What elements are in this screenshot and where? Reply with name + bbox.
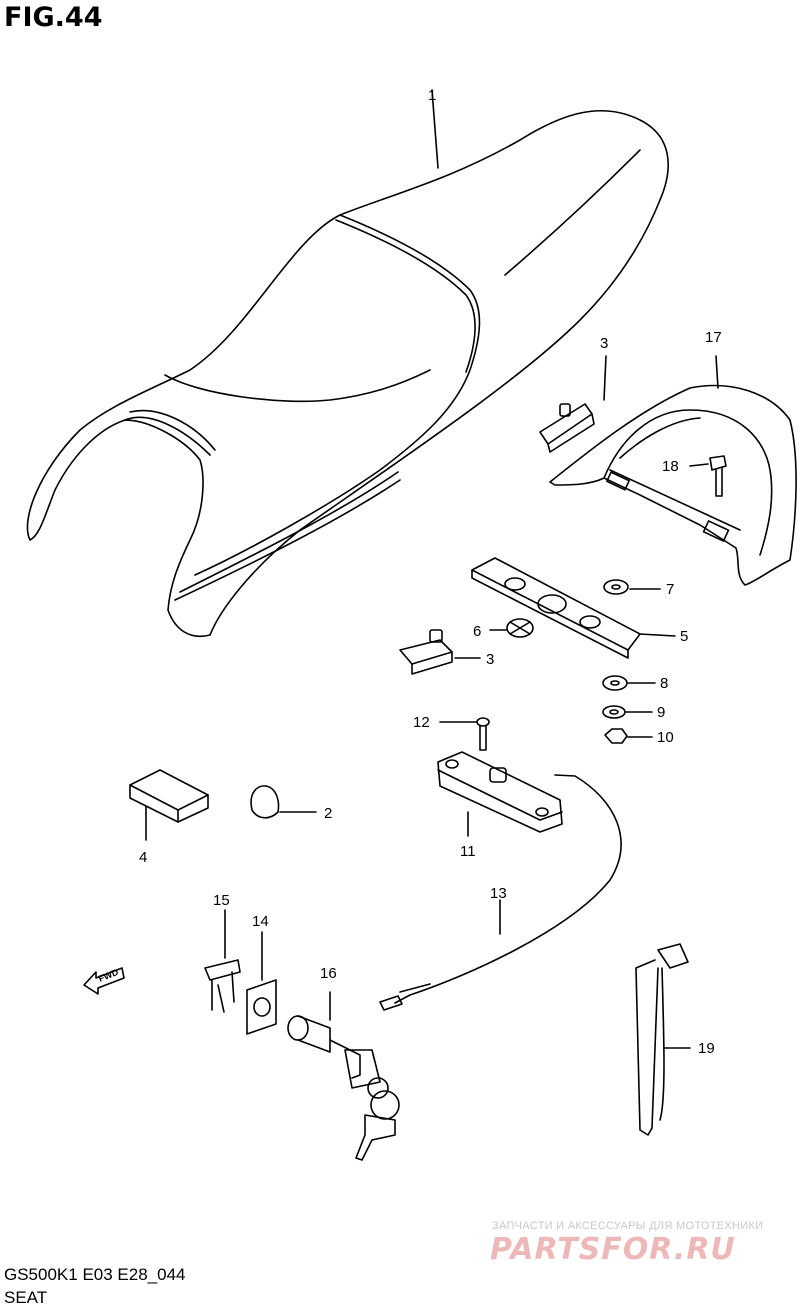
callout-7: 7: [666, 581, 674, 598]
callout-17: 17: [705, 329, 722, 346]
callout-5: 5: [680, 628, 688, 645]
washer-8-part: [602, 675, 656, 691]
callout-12: 12: [413, 714, 430, 731]
callout-10: 10: [657, 729, 674, 746]
holder-14-part: [246, 931, 277, 1035]
figure-title: FIG.44: [4, 2, 103, 33]
callout-16: 16: [320, 965, 337, 982]
callout-1: 1: [428, 87, 436, 104]
callout-6: 6: [473, 623, 481, 640]
callout-8: 8: [660, 675, 668, 692]
callout-19: 19: [698, 1040, 715, 1057]
watermark-subtitle: ЗАПЧАСТИ И АКСЕССУАРЫ ДЛЯ МОТОТЕХНИКИ: [492, 1220, 764, 1232]
washer-9-part: [602, 705, 653, 719]
callout-labels: 1 2 3 3 4 5 6 7 8 9 10 11 12 13 14 15 16…: [139, 87, 722, 1057]
callout-15: 15: [213, 892, 230, 909]
section-name: SEAT: [4, 1288, 48, 1307]
callout-11: 11: [460, 843, 476, 860]
cushion-lower-part: [399, 629, 481, 675]
callout-14: 14: [252, 913, 269, 930]
fwd-arrow-icon: [83, 967, 125, 995]
callout-4: 4: [139, 849, 147, 866]
bracket-plate-part: [471, 557, 676, 659]
damper-6-part: [489, 618, 534, 638]
callout-9: 9: [657, 704, 665, 721]
grab-rail-part: [549, 355, 797, 586]
cable-tie-part: [635, 943, 691, 1136]
seat-lock-part: [437, 751, 563, 837]
cap-2-part: [250, 785, 317, 819]
seat-part: [26, 89, 669, 637]
model-code: GS500K1 E03 E28_044: [4, 1265, 186, 1284]
cable-13-part: [379, 774, 622, 1011]
callout-3a: 3: [600, 335, 608, 352]
callout-18: 18: [662, 458, 679, 475]
callout-3b: 3: [486, 651, 494, 668]
callout-13: 13: [490, 885, 507, 902]
callout-2: 2: [324, 805, 332, 822]
screw-12-part: [439, 717, 490, 751]
cushion-upper-part: [539, 355, 607, 453]
bolt-18-part: [689, 455, 727, 497]
washer-7-part: [603, 579, 661, 595]
clip-15-part: [204, 909, 241, 1013]
pad-4-part: [129, 769, 209, 841]
lock-cylinder-part: [287, 991, 400, 1161]
watermark-logo: PARTSFOR.RU: [490, 1232, 736, 1267]
nut-10-part: [604, 728, 653, 744]
